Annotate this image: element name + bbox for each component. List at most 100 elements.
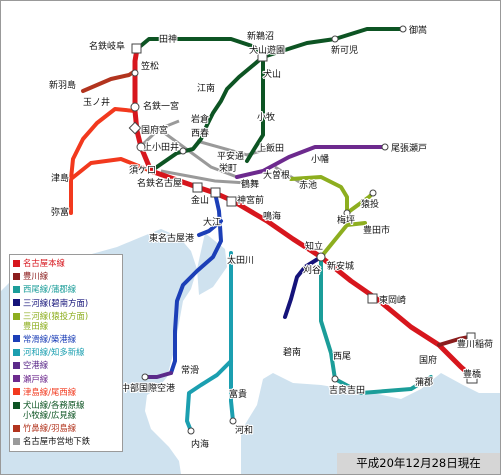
station-marker-kokufunomiya[interactable] <box>128 121 142 135</box>
station-label-kokufunomiya: 国府宮 <box>141 124 168 136</box>
station-label-higashinagoyako: 東名古屋港 <box>149 232 194 244</box>
line-komaki <box>245 55 265 163</box>
legend-label: 豊川線 <box>23 271 49 282</box>
legend-text: 名古屋市営地下鉄 <box>23 436 90 446</box>
legend-label: 瀬戸線 <box>23 373 49 384</box>
legend-row: 空港線 <box>13 360 119 370</box>
line-bisai <box>69 107 137 215</box>
station-label-gifu: 名鉄岐阜 <box>89 40 125 52</box>
legend-row: 名古屋本線 <box>13 258 119 268</box>
legend-text: 常滑線/築港線 <box>23 334 76 344</box>
station-label-kiragoshida: 吉良吉田 <box>329 384 365 396</box>
legend-swatch <box>13 401 20 409</box>
legend-label: 名古屋市営地下鉄 <box>23 436 90 447</box>
station-marker-sukaguchi[interactable] <box>136 142 146 152</box>
legend-swatch <box>13 312 20 320</box>
station-label-tsushima: 津島 <box>51 172 69 184</box>
legend-text: 瀬戸線 <box>23 374 48 384</box>
station-label-hekinan: 碧南 <box>283 346 301 358</box>
station-marker-owariseto[interactable] <box>381 143 389 151</box>
station-marker-kasamatsu[interactable] <box>131 69 139 77</box>
station-label-kasamatsu: 笠松 <box>141 60 159 72</box>
legend-row: 竹鼻線/羽島線 <box>13 423 119 433</box>
subway-line-segment <box>158 127 238 179</box>
station-marker-sanage[interactable] <box>369 189 377 197</box>
station-marker-shinkani[interactable] <box>331 35 339 43</box>
legend-swatch <box>13 259 20 267</box>
station-marker-toyokawainari[interactable] <box>466 332 476 342</box>
station-label-shinkani: 新可児 <box>331 44 358 56</box>
sea-mikawa-bay <box>241 373 500 474</box>
station-label-narumi: 鳴海 <box>263 210 281 222</box>
line-tokoname <box>169 191 223 375</box>
line-kakamigahara <box>135 37 265 59</box>
station-label-inuyama: 犬山 <box>263 68 281 80</box>
station-label-komaki: 小牧 <box>257 111 275 123</box>
legend-label: 三河線(猿投方面) <box>23 310 89 321</box>
legend-row: 瀬戸線 <box>13 374 119 384</box>
station-marker-utsumi[interactable] <box>187 427 195 435</box>
station-label-kanayama: 金山 <box>191 194 209 206</box>
line-inuyama-main <box>149 55 265 173</box>
legend-text: 河和線/知多新線 <box>23 347 84 357</box>
station-label-konan: 江南 <box>197 82 215 94</box>
legend-text: 名古屋本線 <box>23 258 65 268</box>
station-marker-toyohashi[interactable] <box>466 372 478 384</box>
legend-text: 西尾線/蒲郡線 <box>23 284 76 294</box>
station-label-sakae: 栄町 <box>219 162 237 174</box>
line-chikko <box>197 219 223 237</box>
legend-text: 竹鼻線/羽島線 <box>23 423 76 433</box>
station-label-shinanjo: 新安城 <box>327 260 354 272</box>
line-tsushima <box>69 157 153 181</box>
legend-swatch <box>13 424 20 432</box>
station-label-sanage: 猿投 <box>361 198 379 210</box>
station-labels: 名鉄岐阜 田神 笠松 新羽島 玉ノ井 名鉄一宮 国府宮 津島 弥富 須ケ口 名鉄… <box>48 23 494 451</box>
station-label-gamagori: 蒲郡 <box>415 376 433 388</box>
station-marker-meitetsu-nagoya[interactable] <box>192 182 203 193</box>
legend-label: 三河線(碧南方面) <box>23 297 89 308</box>
station-marker-kamiotai[interactable] <box>179 147 187 155</box>
station-label-heianbashi: 平安通 <box>217 150 244 162</box>
legend-label: 河和線/知多新線 <box>23 347 85 358</box>
legend-label: 常滑線/築港線 <box>23 333 77 344</box>
station-marker-centrair[interactable] <box>141 373 149 381</box>
subway-line-segment <box>160 169 248 185</box>
station-label-obata: 小幡 <box>311 153 329 165</box>
station-marker-jingumae[interactable] <box>226 196 237 207</box>
station-marker-chiryu[interactable] <box>316 252 326 262</box>
station-marker-gifu[interactable] <box>131 43 142 54</box>
station-label-meitetsu-nagoya: 名鉄名古屋 <box>137 177 182 189</box>
station-label-sukaguchi: 須ケ口 <box>129 165 156 176</box>
subway-lines <box>138 119 302 185</box>
station-marker-ichinomiya[interactable] <box>130 102 140 112</box>
legend-row: 三河線(碧南方面) <box>13 298 119 308</box>
station-marker-higashiokazaki[interactable] <box>367 293 378 304</box>
station-marker-kiragoshida[interactable] <box>331 375 339 383</box>
station-marker-mitake[interactable] <box>399 25 407 33</box>
legend-text: 三河線(猿投方面)豊田線 <box>23 311 88 331</box>
line-toyokawa <box>437 335 471 347</box>
legend-row: 西尾線/蒲郡線 <box>13 284 119 294</box>
sea-nagoya-port <box>197 233 227 295</box>
station-marker-inuyama[interactable] <box>257 51 268 62</box>
legend-row: 名古屋市営地下鉄 <box>13 436 119 446</box>
legend-label: 西尾線/蒲郡線 <box>23 284 77 295</box>
line-nishio <box>319 255 337 381</box>
legend-swatch <box>13 437 20 445</box>
station-label-shinhashima: 新羽島 <box>49 79 76 91</box>
legend-text: 犬山線/各務原線小牧線/広見線 <box>23 400 84 420</box>
station-marker-kowa[interactable] <box>229 417 237 425</box>
legend-label-secondary: 豊田線 <box>23 320 49 331</box>
station-marker-umetsubo[interactable] <box>343 209 351 217</box>
legend-label: 犬山線/各務原線 <box>23 399 85 410</box>
legend-swatch <box>13 335 20 343</box>
station-label-kamiiida: 上飯田 <box>257 142 284 154</box>
station-marker-kanayama[interactable] <box>210 187 221 198</box>
line-mikawa-hekinan <box>283 255 323 319</box>
legend-swatch <box>13 348 20 356</box>
legend-label: 空港線 <box>23 360 49 371</box>
legend-label: 津島線/尾西線 <box>23 386 77 397</box>
station-label-chiryu: 知立 <box>305 240 323 252</box>
station-label-umetsubo: 梅坪 <box>337 214 355 226</box>
